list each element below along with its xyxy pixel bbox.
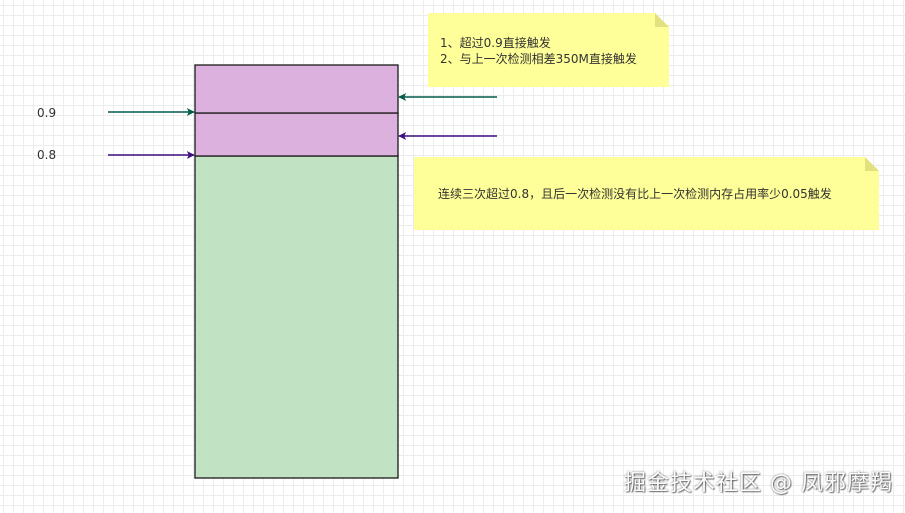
note-rule-0.9-body (428, 13, 669, 87)
note-rule-0.9-line-2: 2、与上一次检测相差350M直接触发 (440, 51, 637, 66)
note-rule-0.9-fold-corner (655, 13, 669, 27)
note-rule-0.8-line-1: 连续三次超过0.8，且后一次检测没有比上一次检测内存占用率少0.05触发 (438, 186, 832, 201)
threshold-label-0.8: 0.8 (37, 148, 56, 162)
note-rule-0.9-line-1: 1、超过0.9直接触发 (440, 35, 551, 50)
watermark: 掘金技术社区 @ 凤邪摩羯 (624, 471, 893, 496)
memory-bar-safe-zone (194, 155, 399, 479)
note-rule-0.8-fold-corner (865, 157, 879, 171)
memory-bar-zone-above-0.9 (194, 64, 399, 114)
note-rule-0.8: 连续三次超过0.8，且后一次检测没有比上一次检测内存占用率少0.05触发 (414, 157, 879, 230)
note-rule-0.9: 1、超过0.9直接触发 2、与上一次检测相差350M直接触发 (428, 13, 669, 87)
memory-bar-zone-0.8-0.9 (194, 112, 399, 157)
note-rule-0.8-body (414, 157, 879, 230)
threshold-label-0.9: 0.9 (37, 106, 56, 120)
